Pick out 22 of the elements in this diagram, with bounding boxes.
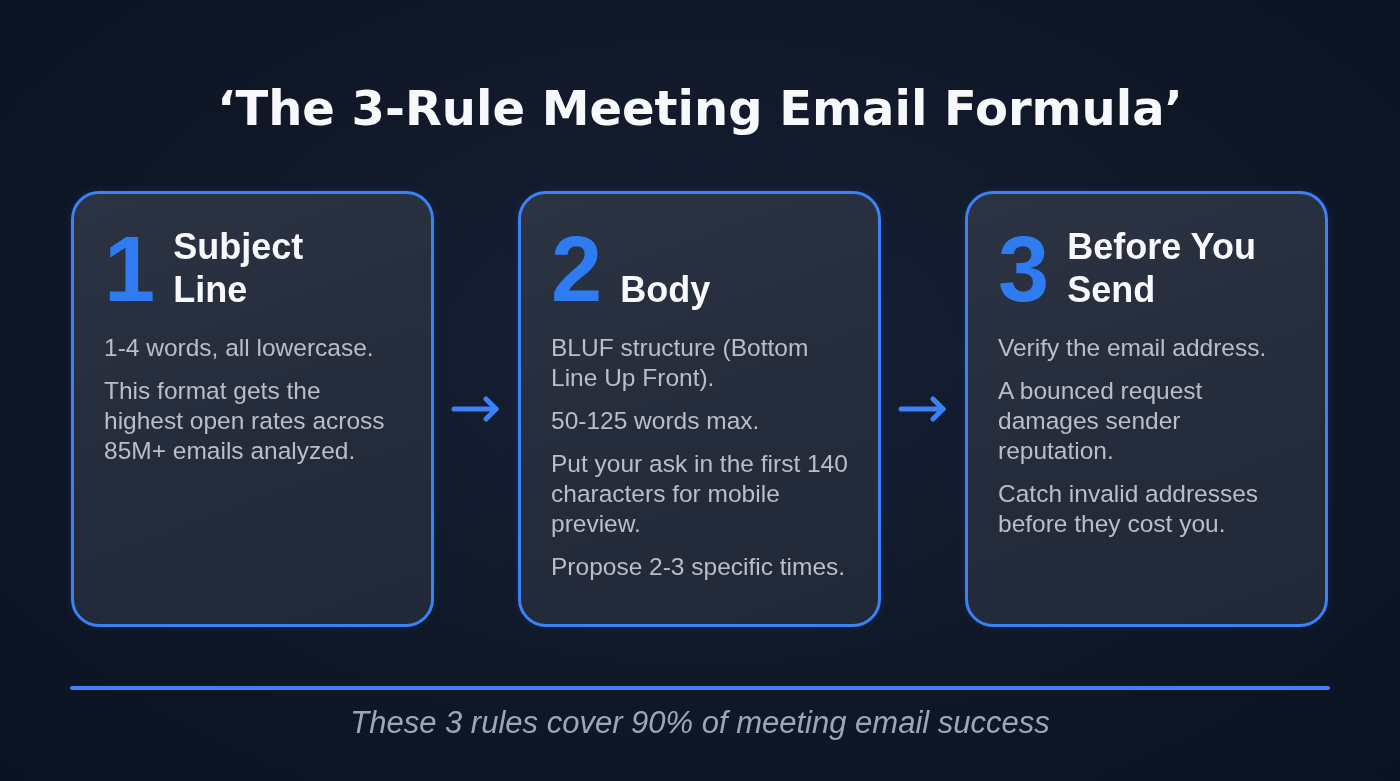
step-card — [965, 191, 1328, 627]
step-description: A bounced request damages sender reputation. — [998, 376, 1204, 466]
step-description: Put your ask in the first 140 characters for mobile preview. — [551, 449, 849, 539]
step-description: 50-125 words max. — [551, 406, 761, 436]
step-heading: Subject Line — [173, 224, 305, 311]
diagram-title: ‘The 3-Rule Meeting Email Formula’ — [217, 79, 1183, 138]
step-description: 1-4 words, all lowercase. — [104, 333, 375, 363]
step-heading: Body — [620, 267, 711, 311]
step-description: Catch invalid addresses before they cost you. — [998, 479, 1260, 539]
arrow — [898, 396, 946, 422]
diagram-caption: These 3 rules cover 90% of meeting email success — [350, 704, 1050, 742]
step-description: BLUF structure (Bottom Line Up Front). — [551, 333, 810, 393]
step-description: This format gets the highest open rates across 85M+ emails analyzed. — [104, 376, 386, 466]
step-number: 1 — [104, 233, 156, 307]
step-card — [71, 191, 434, 627]
step-heading: Before You Send — [1067, 224, 1257, 311]
step-card — [518, 191, 881, 627]
arrow — [451, 396, 499, 422]
step-number: 3 — [998, 233, 1050, 307]
step-number: 2 — [551, 233, 603, 307]
step-description: Verify the email address. — [998, 333, 1268, 363]
step-description: Propose 2-3 specific times. — [551, 552, 847, 582]
